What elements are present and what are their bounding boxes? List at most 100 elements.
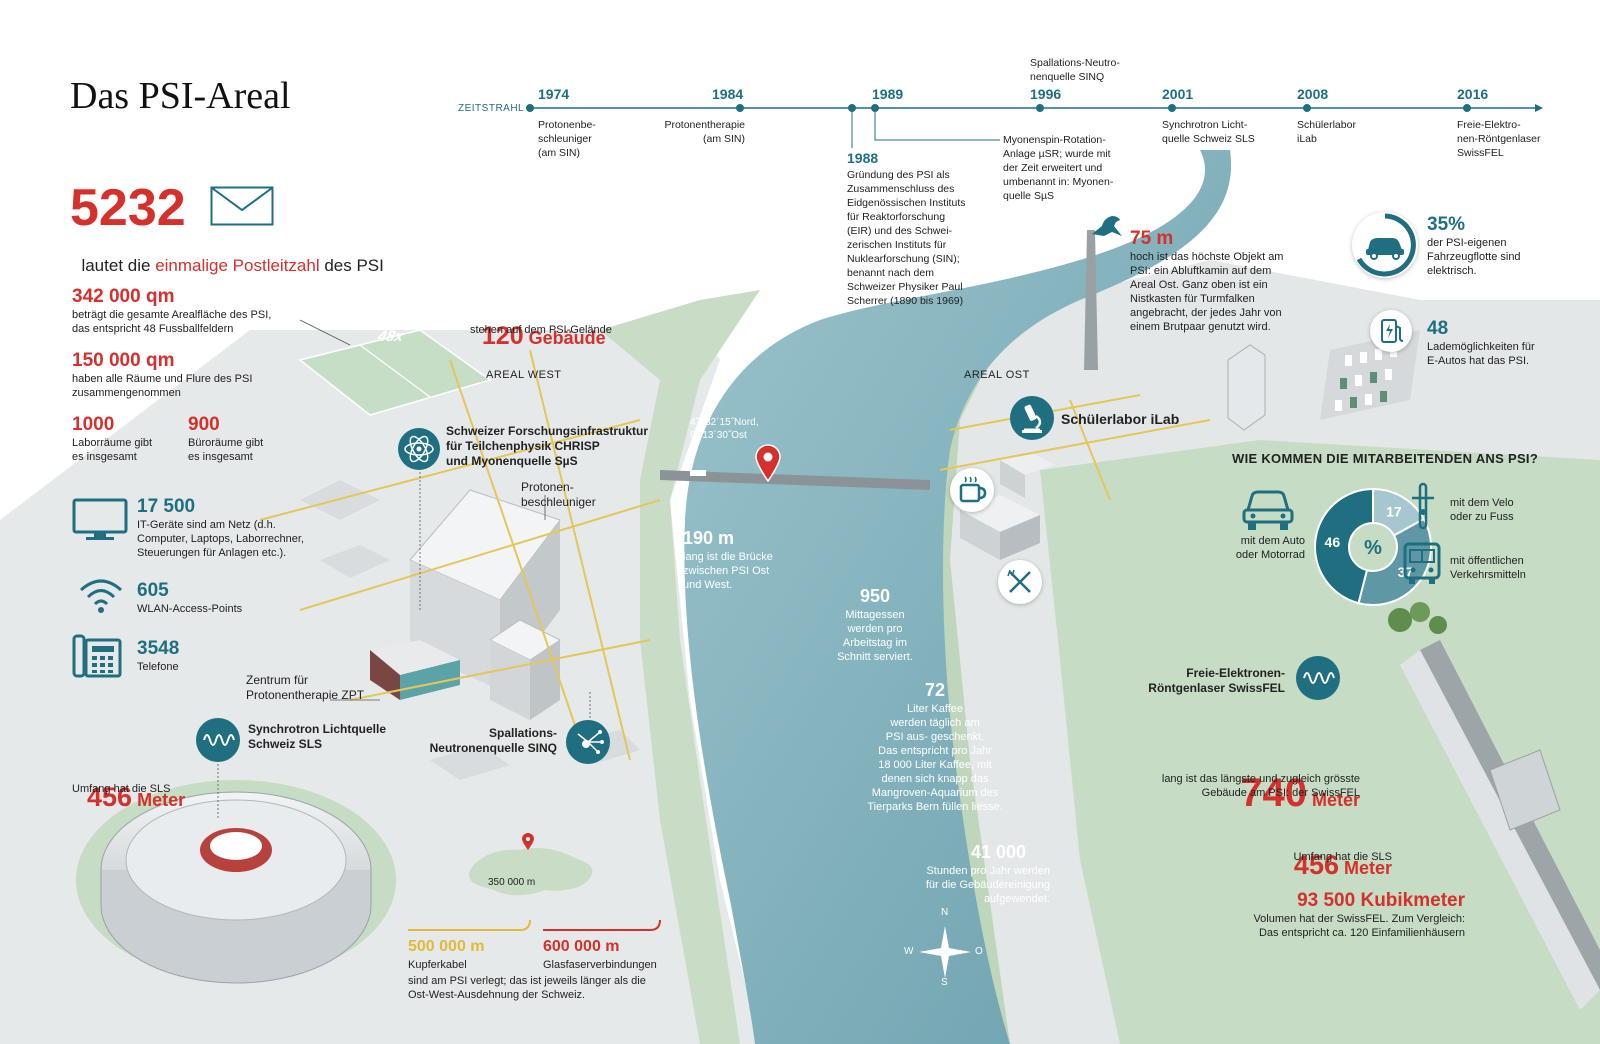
chimney <box>1084 230 1098 370</box>
timeline-text-1989: Myonenspin-Rotation- Anlage µSR; wurde m… <box>1003 134 1114 202</box>
labs-text: Laborräume gibt es insgesamt <box>72 437 153 463</box>
it-text: IT-Geräte sind am Netz (d.h. Computer, L… <box>137 519 304 559</box>
buildings-number: 120 <box>481 322 524 350</box>
pie-slice <box>1314 487 1374 605</box>
postcode-text: lautet die einmalige Postleitzahl des PS… <box>72 236 384 276</box>
buildings-text: stehen auf dem PSI-Gelände <box>470 324 612 336</box>
buildings-value: 120 Gebäude <box>468 294 606 352</box>
falcon-icon <box>1092 216 1122 236</box>
charging-station-icon <box>1381 319 1404 343</box>
sls-right-number: 456 <box>1293 850 1339 880</box>
charging-value: 48 <box>1427 318 1449 339</box>
timeline-text-1984: Protonentherapie (am SIN) <box>664 119 745 145</box>
coffee-icon-circle <box>950 468 994 512</box>
timeline-dot <box>848 104 856 112</box>
swissfel-length-text: lang ist das längste und zugleich grösst… <box>1161 773 1360 799</box>
pie-center-label: % <box>1364 537 1382 559</box>
chimney-text: hoch ist das höchste Objekt am PSI: ein … <box>1130 251 1284 333</box>
offices-value: 900 <box>188 414 220 435</box>
charging-icon-circle <box>1370 310 1412 352</box>
fleet-value: 35% <box>1427 214 1466 235</box>
football-field-label: 48x <box>375 328 406 345</box>
timeline-dot <box>526 104 534 112</box>
timeline-year-2016: 2016 <box>1457 86 1489 102</box>
bridge-vehicle <box>690 470 706 476</box>
timeline-text-1988: Gründung des PSI als Zusammenschluss des… <box>847 169 966 307</box>
west-green-bank <box>600 290 760 1044</box>
areal-ost-label: AREAL OST <box>964 369 1030 381</box>
area-text: beträgt die gesamte Arealfläche des PSI,… <box>72 309 272 335</box>
neutron-burst-icon <box>577 730 604 754</box>
sls-right-value: 456 Meter <box>1230 820 1392 883</box>
timeline-text-1996: Spallations-Neutro- nenquelle SINQ <box>1030 57 1120 83</box>
wlan-value: 605 <box>137 580 169 601</box>
proton-accelerator-label: Protonen- beschleuniger <box>521 480 596 509</box>
coffee-text: Liter Kaffee werden täglich am PSI aus- … <box>867 703 1003 813</box>
coords-label: 47°32´15˝Nord, 8° 13´30˝Ost <box>690 417 759 441</box>
commute-car-label: mit dem Auto oder Motorrad <box>1235 535 1305 561</box>
timeline-year-2001: 2001 <box>1162 86 1194 102</box>
bicycle-icon <box>1412 482 1434 530</box>
cables-text: sind am PSI verlegt; das ist jeweils län… <box>408 975 646 1001</box>
pie-slice-label: 46 <box>1325 534 1341 550</box>
timeline-year-1984: 1984 <box>712 86 744 102</box>
commute-bike-label: mit dem Velo oder zu Fuss <box>1450 497 1514 523</box>
chimney-value: 75 m <box>1130 228 1174 249</box>
compass-rose-icon <box>919 926 971 978</box>
meals-value: 950 <box>859 586 891 606</box>
river-aare <box>684 150 1232 1044</box>
cleaning-text: Stunden pro Jahr werden für die Gebäuder… <box>925 865 1050 905</box>
bridge-text: lang ist die Brücke zwischen PSI Ost und… <box>683 551 773 591</box>
football-field <box>298 329 492 416</box>
postcode-post: des PSI <box>319 256 384 275</box>
timeline-dot <box>736 104 744 112</box>
neutron-icon-circle <box>566 720 610 764</box>
wlan-text: WLAN-Access-Points <box>137 603 243 615</box>
timeline-year-1974: 1974 <box>538 86 570 102</box>
commute-title: WIE KOMMEN DIE MITARBEITENDEN ANS PSI? <box>1232 451 1539 466</box>
copper-value: 500 000 m <box>408 938 485 955</box>
envelope-icon <box>210 186 274 226</box>
telephone-icon <box>72 634 122 678</box>
timeline-year-2008: 2008 <box>1297 86 1329 102</box>
chrisp-label: Schweizer Forschungsinfrastruktur für Te… <box>446 424 649 468</box>
east-tower-building <box>1227 344 1266 431</box>
wifi-icon <box>79 579 123 613</box>
swissfel-length-value: 740 Meter <box>1170 730 1360 821</box>
swissfel-length-number: 740 <box>1240 771 1307 815</box>
sls-right-unit: Meter <box>1338 858 1392 878</box>
compass-s: S <box>941 977 948 988</box>
compass-o: O <box>975 946 983 957</box>
sinq-label: Spallations- Neutronenquelle SINQ <box>429 726 557 755</box>
timeline-dot <box>1168 104 1176 112</box>
parking-lot <box>1320 330 1420 420</box>
sls-label: Synchrotron Lichtquelle Schweiz SLS <box>248 722 387 751</box>
timeline-dot <box>1036 104 1044 112</box>
timeline-text-2016: Freie-Elektro- nen-Röntgenlaser SwissFEL <box>1457 119 1541 159</box>
zpt-label: Zentrum für Protonentherapie ZPT <box>246 673 365 702</box>
zpt-building <box>370 640 460 675</box>
postcode-number: 5232 <box>70 179 186 237</box>
compass-n: N <box>941 907 949 918</box>
timeline-year-1996: 1996 <box>1030 86 1062 102</box>
east-green-field <box>1040 440 1600 1044</box>
area-value: 342 000 qm <box>72 286 175 307</box>
swissfel-label: Freie-Elektronen- Röntgenlaser SwissFEL <box>1148 666 1285 695</box>
page-title: Das PSI-Areal <box>70 75 291 117</box>
microscope-icon <box>1022 404 1042 433</box>
buildings-unit: Gebäude <box>523 328 606 348</box>
sls-left-text: Umfang hat die SLS <box>72 783 171 795</box>
wave-icon-circle-sls <box>196 718 240 762</box>
bridge <box>660 470 930 490</box>
timeline-text-2008: Schülerlabor iLab <box>1297 119 1356 145</box>
switzerland-outline <box>469 847 593 896</box>
compass-w: W <box>904 946 914 957</box>
sls-left-number: 456 <box>87 782 133 812</box>
wave-icon <box>1303 672 1335 684</box>
bridge-value: 190 m <box>683 528 735 548</box>
rooms-text: haben alle Räume und Flure des PSI zusam… <box>72 373 253 399</box>
postcode-highlight: einmalige Postleitzahl <box>155 256 320 275</box>
cutlery-icon-circle <box>998 560 1042 604</box>
sls-left-value: 456 Meter <box>72 752 185 815</box>
